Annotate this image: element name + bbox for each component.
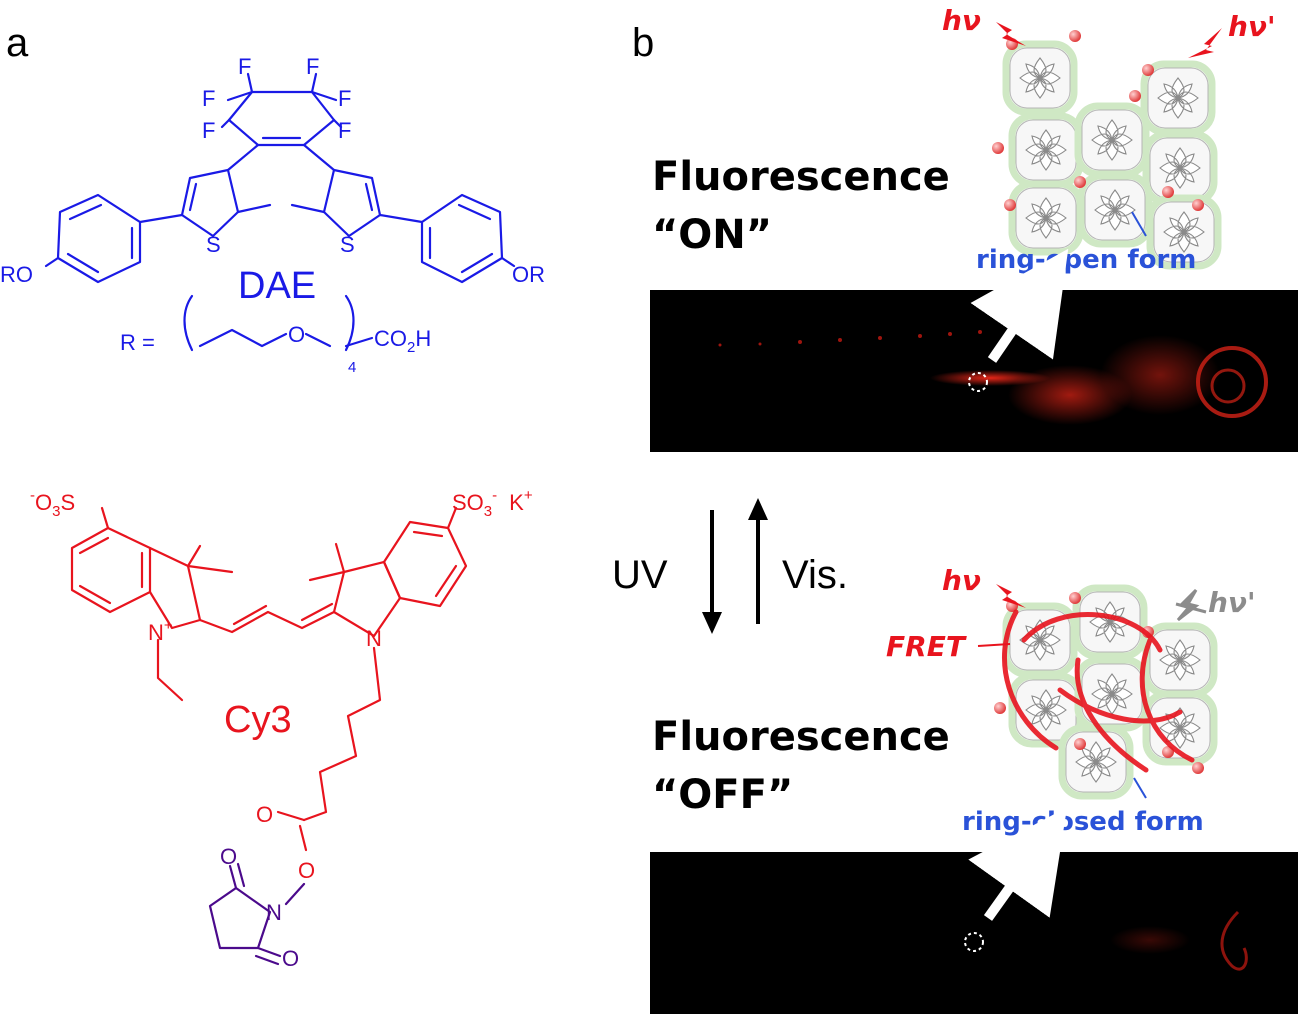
dae-fluorine-6: F (338, 118, 351, 143)
nhs-o-bottom: O (282, 946, 299, 971)
uv-label: UV (612, 553, 668, 597)
fluorescence-on-title-line1: Fluorescence (652, 154, 950, 200)
nanoparticle-cluster-bottom (994, 588, 1214, 796)
fluorescence-on-title-line2: “ON” (652, 212, 772, 258)
dae-fluorine-5: F (202, 118, 215, 143)
pointer-arrow-bottom (968, 807, 1068, 921)
nhs-structure (208, 862, 306, 966)
cy3-counterion-charge: + (524, 487, 533, 504)
cy3-so3-right-charge: - (492, 487, 497, 504)
ring-closed-pointer (1133, 777, 1147, 799)
ring-closed-form-label: ring-closed form (962, 807, 1204, 837)
fluorescence-off-title-line1: Fluorescence (652, 714, 950, 760)
cy3-so3-right-sub: 3 (484, 503, 492, 520)
dae-or-right: OR (512, 262, 545, 287)
dae-r-h: H (415, 326, 431, 351)
cy3-ester-oxygen: O (256, 802, 273, 827)
cy3-n-left-charge: + (164, 617, 173, 634)
dae-r-co: CO (374, 326, 407, 351)
dae-fluorine-2: F (306, 54, 319, 79)
dae-r-prefix: R = (120, 330, 155, 355)
dae-fluorine-1: F (238, 54, 251, 79)
panel-a-label: a (6, 21, 29, 65)
cy3-so3-left-charge: - (30, 487, 35, 504)
svg-text:N+: N+ (148, 617, 173, 645)
fluorescence-off-title-line2: “OFF” (652, 772, 793, 818)
dae-r-oxygen: O (288, 322, 305, 347)
hv-emission-top: hν' (1228, 10, 1276, 43)
dae-sulfur-right: S (340, 232, 355, 257)
dae-ro-left: RO (0, 262, 33, 287)
fret-label: FRET (886, 630, 967, 663)
dae-structure (44, 72, 516, 352)
nhs-o-top: O (220, 844, 237, 869)
hv-emission-bottom: hν' (1208, 586, 1256, 619)
cy3-name: Cy3 (224, 699, 292, 741)
lightning-excitation-icon-top (996, 22, 1026, 46)
svg-text:CO2H: CO2H (374, 326, 431, 356)
zebrafish-image-on (650, 290, 1298, 452)
dae-r-subscript: 4 (348, 359, 356, 376)
svg-text:-O3S: -O3S (30, 487, 75, 520)
dae-fluorine-4: F (338, 86, 351, 111)
cy3-so3-right: SO (452, 490, 484, 515)
dae-r-co-sub: 2 (407, 339, 415, 356)
cy3-so3-left-sub: 3 (52, 503, 60, 520)
cy3-link-oxygen: O (298, 858, 315, 883)
emission-quenched-icon (1175, 588, 1207, 622)
visible-label: Vis. (782, 553, 848, 597)
cy3-so3-left-s: S (60, 490, 75, 515)
hv-excitation-top: hν (942, 4, 981, 37)
zebrafish-image-off (650, 852, 1298, 1014)
cy3-n-left: N (148, 620, 164, 645)
ring-open-form-label: ring-open form (976, 245, 1196, 275)
dae-fluorine-3: F (202, 86, 215, 111)
svg-text:SO3-K+: SO3-K+ (452, 487, 533, 520)
nanoparticle-cluster-top (992, 30, 1218, 266)
pointer-arrow-top (970, 248, 1069, 363)
dae-sulfur-left: S (206, 232, 221, 257)
panel-b-label: b (632, 21, 654, 65)
lightning-excitation-icon-bottom (996, 584, 1026, 608)
cy3-so3-left-o: O (35, 490, 52, 515)
ring-open-pointer (1131, 211, 1147, 237)
hv-excitation-bottom: hν (942, 564, 981, 597)
cy3-structure (70, 506, 468, 852)
switching-arrows (702, 498, 768, 634)
cy3-counterion: K (509, 490, 524, 515)
cy3-n-right: N (366, 626, 382, 651)
nhs-n: N (266, 900, 282, 925)
dae-name: DAE (238, 265, 316, 307)
lightning-emission-icon-top (1188, 28, 1222, 58)
fret-pointer (977, 643, 1011, 647)
